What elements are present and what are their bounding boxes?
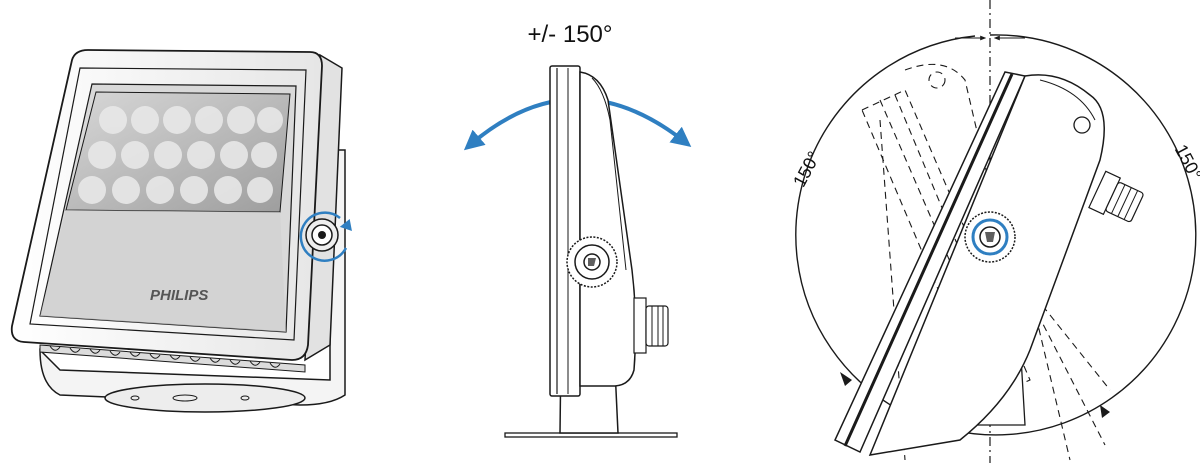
angle-label-left: 150° [789,148,824,190]
cable-gland [633,297,669,354]
tilt-knob [305,218,339,252]
tilt-range-label: +/- 150° [528,21,613,48]
floodlight-perspective-view: PHILIPS [10,49,352,413]
floodlight-side-view: +/- 150° [463,21,692,438]
circular-arrow-icon [299,211,352,262]
tilted-housing [834,71,1144,456]
hinge-knob [566,236,618,288]
brand-logo: PHILIPS [150,287,208,304]
floodlight-tilt-range-view: 150° 150° [789,0,1200,463]
angle-label-right: 150° [1171,141,1200,183]
